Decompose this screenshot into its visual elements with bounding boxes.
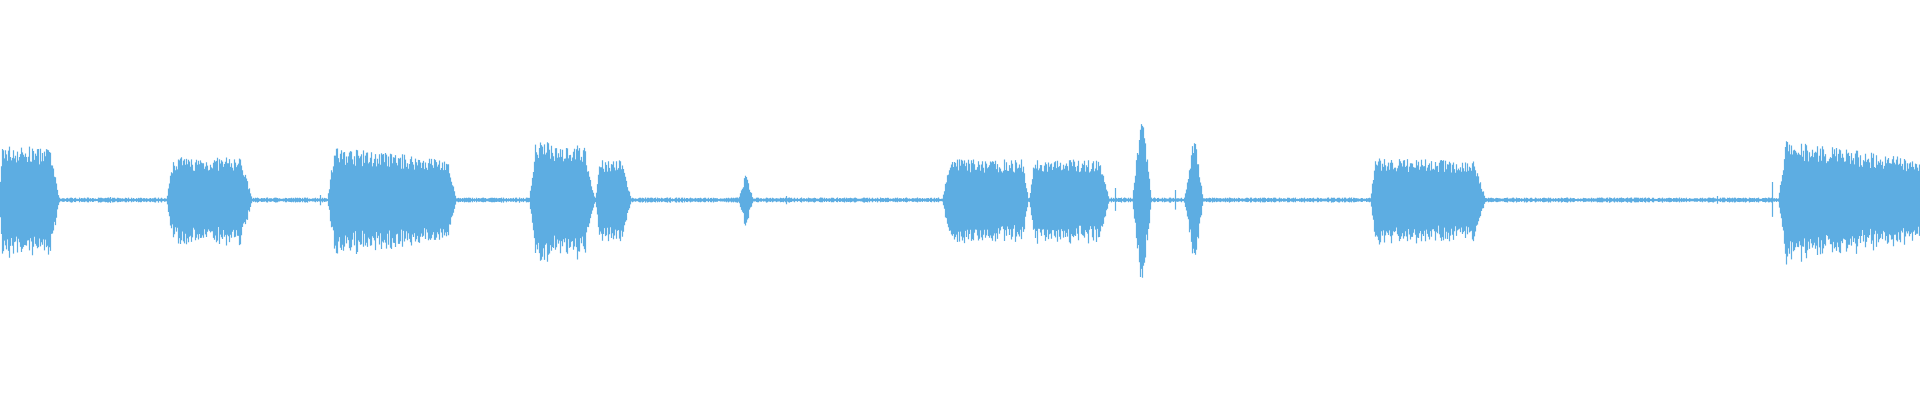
waveform-path — [0, 124, 1920, 278]
